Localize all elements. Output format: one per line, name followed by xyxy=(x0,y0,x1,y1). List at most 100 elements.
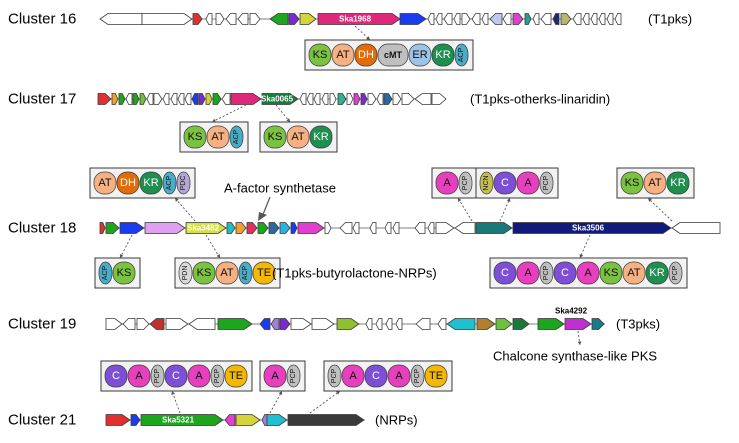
domain-kr xyxy=(431,43,455,67)
gene-arrow xyxy=(321,93,329,105)
gene-arrow xyxy=(237,13,249,25)
gene-arrow xyxy=(590,13,598,25)
cluster-18-genes xyxy=(99,222,721,234)
gene-arrow xyxy=(524,13,532,25)
gene-arrow xyxy=(502,13,512,25)
gene-arrow xyxy=(427,222,435,234)
domain-c xyxy=(493,171,517,195)
connector-arrowhead xyxy=(171,391,176,395)
gene-arrow xyxy=(105,318,123,330)
connector-arrowhead xyxy=(577,341,582,345)
gene-arrow xyxy=(591,318,605,330)
domain-label: KS xyxy=(313,49,328,61)
domain-label: A xyxy=(395,370,403,382)
cluster-19-genes xyxy=(105,318,605,330)
domain-label: A xyxy=(443,177,451,189)
domain-a xyxy=(435,171,459,195)
cluster-18-gene-label-1: Ska3482 xyxy=(187,224,220,233)
domain-label: A xyxy=(584,267,592,279)
gene-arrow xyxy=(279,222,291,234)
domain-a xyxy=(127,364,151,388)
gene-arrow xyxy=(235,414,261,426)
domain-label: C xyxy=(112,370,120,382)
gene-arrow xyxy=(111,93,119,105)
connector-arrowhead xyxy=(278,391,283,395)
domain-ks xyxy=(192,261,216,285)
gene-arrow xyxy=(105,222,120,234)
gene-arrow xyxy=(177,93,185,105)
gene-arrow xyxy=(140,414,224,426)
gene-arrow xyxy=(512,318,530,330)
domain-label: KR xyxy=(670,177,685,189)
gene-arrow xyxy=(279,318,291,330)
cluster-18-type: (T1pks-butyrolactone-NRPs) xyxy=(272,266,437,281)
domain-label: TE xyxy=(229,370,243,382)
gene-arrow xyxy=(560,13,572,25)
domain-kr xyxy=(645,261,669,285)
gene-arrow xyxy=(97,93,112,105)
cluster-21-gene-label: Ska5321 xyxy=(162,416,195,425)
gene-arrow xyxy=(392,222,400,234)
gene-arrow xyxy=(259,318,271,330)
gene-arrow xyxy=(352,222,360,234)
connector-arrowhead xyxy=(212,118,216,123)
domain-c xyxy=(493,261,517,285)
gene-arrow xyxy=(313,93,321,105)
domain-at xyxy=(286,125,310,149)
gene-arrow xyxy=(365,318,373,330)
domain-label: TE xyxy=(257,267,271,279)
gene-arrow xyxy=(221,93,231,105)
domain-label: A xyxy=(349,370,357,382)
domain-label: DH xyxy=(358,49,374,61)
gene-arrow xyxy=(317,13,401,25)
domain-a xyxy=(516,171,540,195)
domain-at xyxy=(331,43,355,67)
gene-arrow xyxy=(564,318,592,330)
domain-pcp xyxy=(210,364,225,388)
domain-er xyxy=(408,43,432,67)
connector-line xyxy=(457,197,473,222)
connector-line xyxy=(211,104,247,123)
cluster-19-type: (T3pks) xyxy=(616,317,660,332)
connector-line xyxy=(579,234,591,259)
gene-arrow xyxy=(198,93,206,105)
gene-arrow xyxy=(299,93,307,105)
gene-arrow xyxy=(212,93,222,105)
domain-acp xyxy=(98,261,113,285)
gene-arrow xyxy=(414,222,426,234)
gene-arrow xyxy=(217,318,253,330)
gene-arrow xyxy=(192,13,203,25)
domain-at xyxy=(643,171,667,195)
gene-arrow xyxy=(246,222,258,234)
domain-label: C xyxy=(501,267,509,279)
gene-arrow xyxy=(383,93,393,105)
domain-c xyxy=(104,364,128,388)
gene-arrow xyxy=(311,318,335,330)
domain-ks xyxy=(620,171,644,195)
domain-label: A xyxy=(524,177,532,189)
gene-arrow xyxy=(443,13,453,25)
gene-arrow xyxy=(130,414,141,426)
gene-arrow xyxy=(598,13,606,25)
gene-arrow xyxy=(392,93,402,105)
gene-arrow xyxy=(270,318,280,330)
domain-label: KR xyxy=(313,131,328,143)
gene-arrow xyxy=(184,93,192,105)
gene-arrow xyxy=(144,222,186,234)
domain-label: C xyxy=(501,177,509,189)
domain-dh xyxy=(354,43,378,67)
domain-pcp xyxy=(539,171,554,195)
connector-line xyxy=(309,390,341,414)
cluster-21-genes xyxy=(105,414,365,426)
domain-label: AT xyxy=(627,267,641,279)
cluster-16-label: Cluster 16 xyxy=(8,11,76,28)
connector-arrowhead xyxy=(648,198,652,202)
gene-arrow xyxy=(512,222,672,234)
domain-label: PCP xyxy=(290,368,297,383)
gene-arrow xyxy=(540,13,552,25)
domain-acp xyxy=(162,171,177,195)
domain-kr xyxy=(666,171,690,195)
gene-arrow xyxy=(337,93,347,105)
domain-label: AT xyxy=(98,177,112,189)
